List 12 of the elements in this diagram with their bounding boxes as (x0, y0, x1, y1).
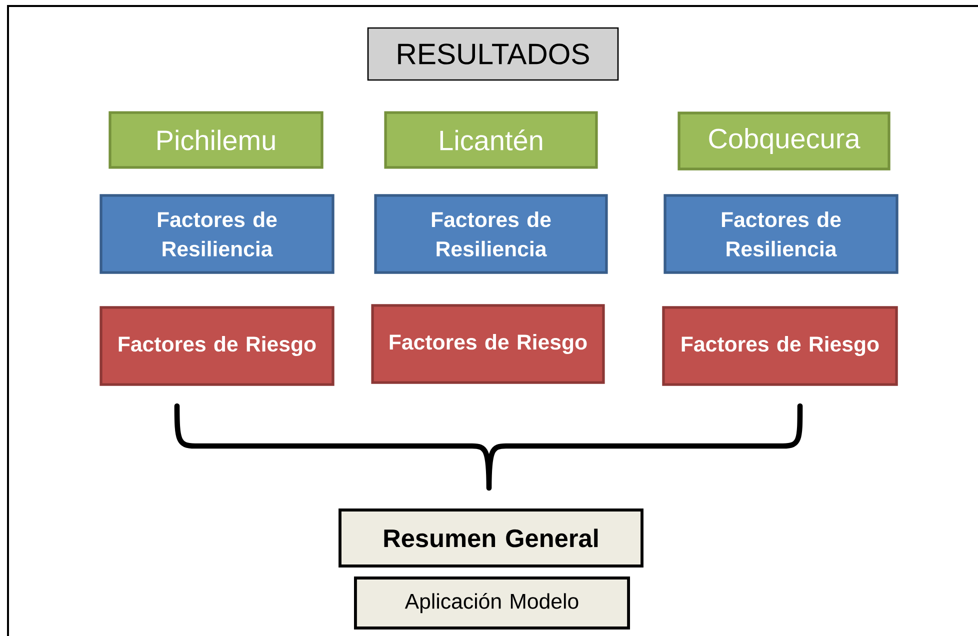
model-box: Aplicación Modelo (354, 576, 630, 630)
place-box: Cobquecura (678, 112, 890, 170)
factor-box: Factores de Resiliencia (664, 194, 898, 274)
summary-box: Resumen General (338, 508, 644, 568)
factor-box: Factores de Riesgo (662, 306, 898, 386)
factor-box: Factores de Resiliencia (100, 194, 334, 274)
title-box: RESULTADOS (367, 27, 619, 81)
factor-box: Factores de Riesgo (371, 304, 605, 384)
factor-box: Factores de Resiliencia (374, 194, 608, 274)
factor-box: Factores de Riesgo (100, 306, 334, 386)
place-box: Licantén (384, 111, 598, 169)
place-box: Pichilemu (108, 111, 324, 169)
